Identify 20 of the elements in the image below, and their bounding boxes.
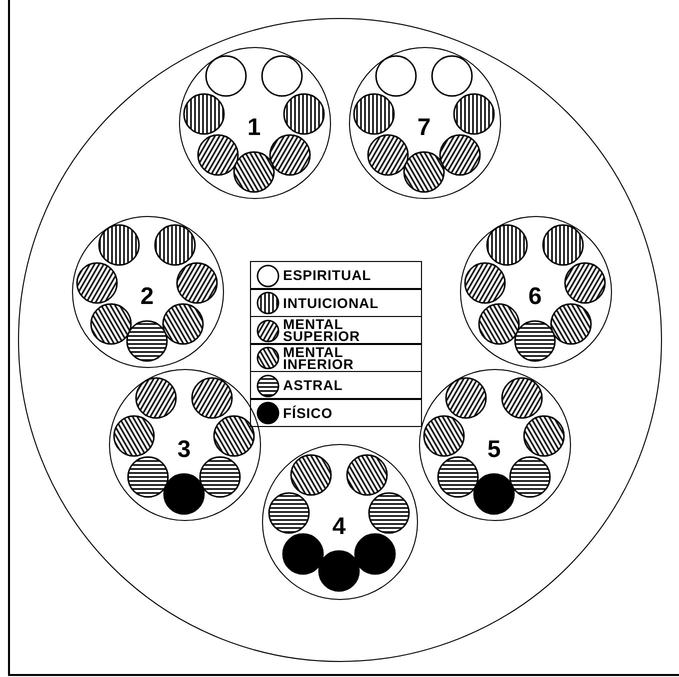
circle-number: 1 [247, 116, 261, 140]
legend-label: ESPIRITUAL [283, 269, 372, 281]
circle-number: 5 [487, 438, 501, 462]
legend-label: MENTAL INFERIOR [283, 346, 355, 370]
legend-label: ASTRAL [283, 379, 344, 391]
numbered-circle [460, 216, 612, 368]
circle-number: 3 [177, 438, 191, 462]
legend-label: INTUICIONAL [283, 296, 380, 308]
circle-number: 6 [528, 284, 542, 308]
numbered-circle [348, 46, 500, 198]
legend-label: FÍSICO [283, 406, 334, 418]
circle-number: 4 [332, 514, 346, 538]
numbered-circle [108, 368, 260, 520]
numbered-circle [178, 46, 330, 198]
legend-label: MENTAL SUPERIOR [283, 318, 362, 342]
numbered-circle [72, 216, 224, 368]
numbered-circle [418, 368, 570, 520]
circle-number: 2 [140, 284, 154, 308]
circle-number: 7 [417, 116, 431, 140]
numbered-circle [262, 444, 418, 600]
